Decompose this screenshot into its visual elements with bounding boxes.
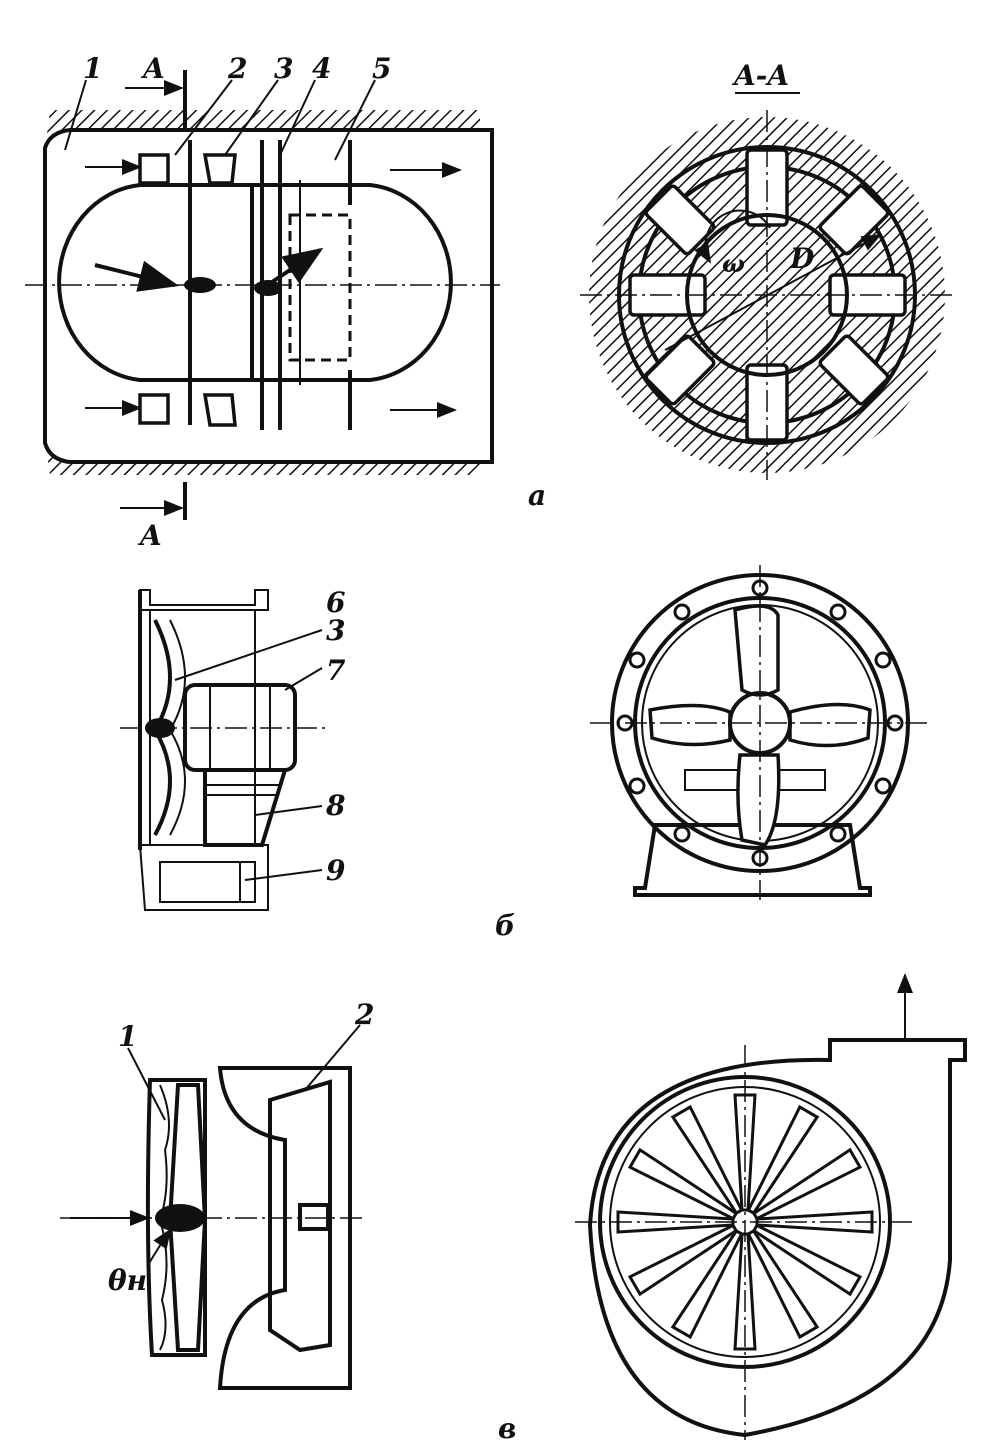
callout-b-9: 9	[326, 854, 345, 887]
panel-letter-a: а	[528, 479, 546, 512]
leader-b-8	[254, 805, 323, 816]
angle-arrow	[147, 1228, 172, 1266]
callout-c-2: 2	[354, 998, 374, 1031]
panel-a-axial-fan-section: 1 2 3 4 5 A A	[25, 52, 500, 552]
leader-a-4	[279, 79, 316, 156]
section-mark-bottom: A	[137, 519, 162, 552]
leader-c-1	[127, 1047, 166, 1121]
leader-b-3	[174, 629, 323, 681]
callout-b-6: 6	[326, 586, 345, 619]
leader-c-2	[304, 1024, 361, 1091]
internal-flow-arrow-1	[94, 260, 179, 292]
inlet-guide-vane-top	[138, 153, 170, 185]
panel-b-duct-fan-side: 6 3 7 8 9	[120, 586, 346, 911]
panel-c-centrifugal-housing: в	[498, 973, 967, 1445]
callout-a-4: 4	[312, 52, 331, 85]
panel-letter-c: в	[498, 1412, 516, 1445]
motor-mount	[203, 768, 288, 847]
leader-a-3	[224, 79, 279, 156]
volute-casing	[587, 1038, 967, 1438]
callout-b-3: 3	[326, 614, 345, 647]
leader-a-5	[334, 79, 376, 161]
inlet-ring	[145, 1078, 207, 1357]
diameter-arrow	[664, 234, 882, 351]
leader-a-1	[64, 79, 87, 151]
inlet-guide-vane-bottom	[138, 393, 170, 425]
flange-top	[139, 589, 269, 611]
leader-b-7	[284, 667, 323, 691]
motor-dashed-outline	[288, 213, 352, 362]
callout-a-5: 5	[372, 52, 391, 85]
centrifugal-blades	[616, 1093, 874, 1351]
rotation-arrow	[694, 209, 771, 264]
callout-a-3: 3	[274, 52, 293, 85]
diffuser-housing	[217, 1066, 352, 1390]
panel-a-section-view: A-A D ω а	[528, 59, 955, 512]
callout-a-1: 1	[83, 52, 102, 85]
stand-base	[633, 823, 872, 897]
callout-b-8: 8	[325, 789, 345, 822]
impeller-nut	[298, 1203, 330, 1231]
panel-b-duct-fan-front: б	[495, 565, 930, 942]
nacelle-capsule	[57, 183, 453, 382]
panel-letter-b: б	[495, 909, 515, 942]
section-mark-top: A	[140, 52, 165, 85]
rotor-blade-top	[202, 153, 237, 185]
section-title: A-A	[731, 59, 789, 92]
omega-label: ω	[722, 249, 745, 278]
impeller-disk	[268, 1079, 332, 1353]
base-box	[159, 861, 256, 903]
callout-a-2: 2	[227, 52, 247, 85]
leader-b-9	[244, 869, 323, 881]
leader-a-2	[174, 79, 233, 156]
front-blades	[648, 604, 872, 847]
duct-outline	[43, 128, 494, 464]
callout-c-1: 1	[118, 1020, 137, 1053]
duct-bottom-wall-hatch	[45, 440, 480, 475]
blade-profile-2	[254, 280, 282, 296]
diameter-label: D	[789, 242, 815, 275]
angle-label: θн	[108, 1264, 147, 1297]
callout-b-7: 7	[326, 654, 346, 687]
rotor-blade-bottom	[202, 393, 237, 427]
panel-c-fan-side: 1 2 θн	[60, 998, 374, 1390]
